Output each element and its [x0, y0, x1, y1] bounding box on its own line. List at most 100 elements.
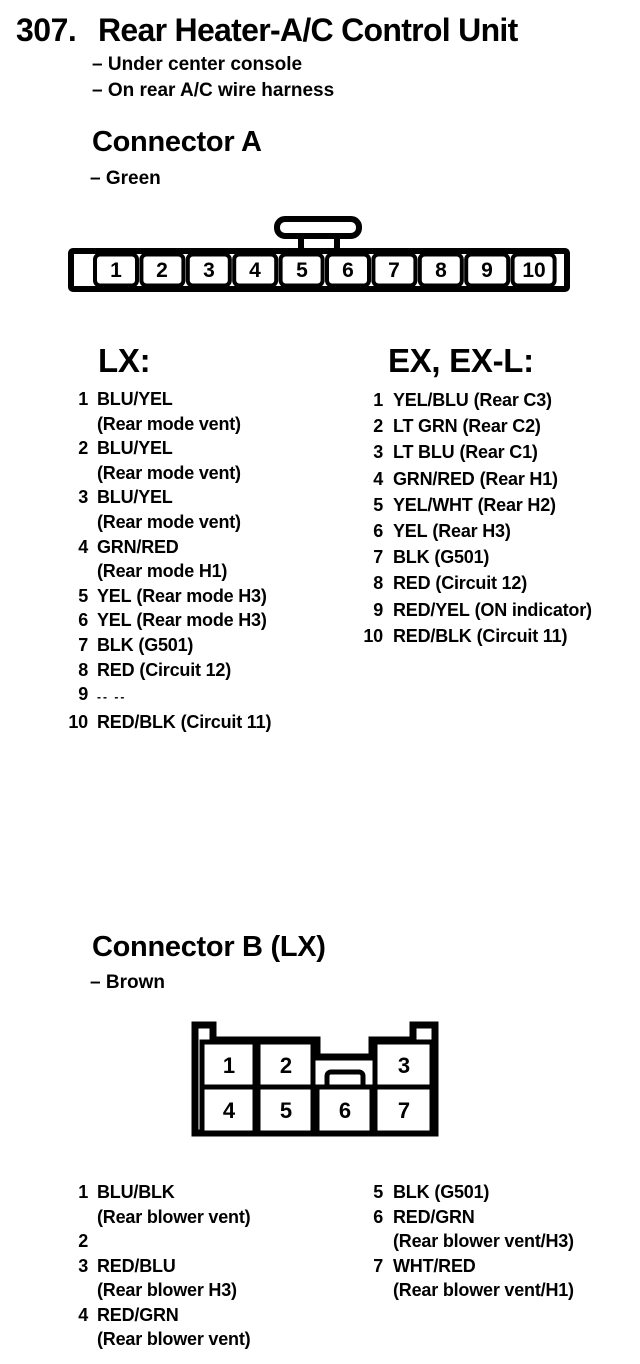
pin-cell-3 [185, 252, 232, 288]
wire-color: RED/GRN [393, 1206, 475, 1227]
pin-number: 9 [373, 599, 383, 620]
pin-number: 2 [373, 416, 383, 437]
pin-cell-2 [139, 252, 186, 288]
pin-number: 6 [373, 1206, 383, 1227]
wire-color: WHT/RED [393, 1255, 476, 1276]
wire-color: BLK [393, 547, 430, 568]
wire-color: LT BLU [393, 442, 455, 463]
pin-function: (Rear C2) [462, 416, 541, 437]
wire-color: RED [393, 573, 431, 594]
pin-function: (Rear mode H3) [136, 585, 267, 606]
pin-function: (Rear mode vent) [97, 413, 241, 434]
pin-label: 10 [522, 259, 545, 282]
wire-color: YEL [97, 585, 132, 606]
section-number: 307. [16, 12, 77, 48]
pin-number: 9 [78, 684, 88, 705]
no-wire-marks: -- -- [97, 690, 127, 705]
wire-color: LT GRN [393, 416, 458, 437]
pin-function: (Rear H3) [432, 521, 511, 542]
pin-number: 7 [373, 547, 383, 568]
b-pin-6: 6 RED/GRN (Rear blower vent/H3) [352, 1205, 640, 1254]
pin-label: 2 [280, 1053, 292, 1078]
pin-number: 6 [373, 521, 383, 542]
pin-number: 10 [363, 625, 383, 646]
pin-function: (ON indicator) [474, 599, 592, 620]
pin-number: 5 [78, 585, 88, 606]
pin-label: 4 [223, 1098, 236, 1123]
pin-number: 4 [78, 536, 88, 557]
location-note: – Under center console [92, 54, 303, 75]
pin-function: (Rear H2) [477, 494, 556, 515]
pin-cell-3 [372, 1039, 435, 1090]
pin-function: (Rear blower vent) [97, 1206, 251, 1227]
wire-color: YEL [97, 610, 132, 631]
pin-number: 4 [78, 1304, 88, 1325]
pin-function: (Rear mode vent) [97, 462, 241, 483]
connector-a-diagram: 1 2 3 4 5 6 7 8 9 10 [68, 216, 570, 292]
wire-color: BLK [393, 1182, 430, 1202]
b-pin-2: 2 [60, 1229, 350, 1254]
pin-number: 5 [373, 494, 383, 515]
wire-color: RED/GRN [97, 1304, 179, 1325]
pin-function: (G501) [434, 1182, 490, 1202]
wire-color: RED/BLU [97, 1255, 176, 1276]
pin-function: (Rear C1) [459, 442, 538, 463]
pin-cell-6 [325, 252, 371, 288]
pin-cell-4 [232, 252, 279, 288]
pin-label: 9 [481, 259, 493, 282]
pin-cell-10 [510, 252, 557, 288]
pin-number: 6 [78, 610, 88, 631]
page-title: Rear Heater-A/C Control Unit [98, 12, 518, 48]
pin-function: (G501) [138, 634, 194, 655]
wire-color: RED [97, 659, 135, 680]
wire-color: YEL/BLU [393, 390, 469, 410]
pin-number: 4 [373, 468, 383, 489]
ex-pin-2: 2 LT GRN(Rear C2) [352, 413, 640, 439]
connector-a-heading: Connector A [92, 126, 262, 158]
wire-color: BLU/YEL [97, 389, 173, 409]
connector-b-heading: Connector B (LX) [92, 931, 326, 963]
pin-label: 4 [249, 259, 261, 282]
pin-function: (Rear blower vent/H3) [393, 1231, 574, 1251]
pin-function: (Rear C3) [473, 390, 552, 410]
location-note: – On rear A/C wire harness [92, 80, 335, 101]
pin-number: 7 [373, 1255, 383, 1276]
pin-function: (Circuit 11) [180, 711, 272, 732]
pin-label: 1 [223, 1053, 235, 1078]
connector-a-color-note: – Green [90, 168, 161, 189]
pin-cell-6 [314, 1084, 375, 1136]
connector-a-tab-bar [274, 216, 362, 239]
pin-number: 8 [373, 573, 383, 594]
pin-number: 3 [78, 487, 88, 508]
wire-color: GRN/RED [97, 536, 179, 557]
pin-cell-9 [464, 252, 511, 288]
pin-function: (Circuit 12) [435, 573, 528, 594]
pin-number: 7 [78, 634, 88, 655]
lx-pin-9: 9 -- -- [60, 682, 345, 710]
pin-label: 2 [156, 259, 168, 282]
pin-number: 3 [78, 1255, 88, 1276]
pin-label: 6 [339, 1098, 351, 1123]
wire-color: BLU/YEL [97, 438, 173, 459]
pin-label: 3 [203, 259, 215, 282]
pin-number: 2 [78, 1231, 88, 1251]
connector-b-color-note: – Brown [90, 972, 165, 993]
